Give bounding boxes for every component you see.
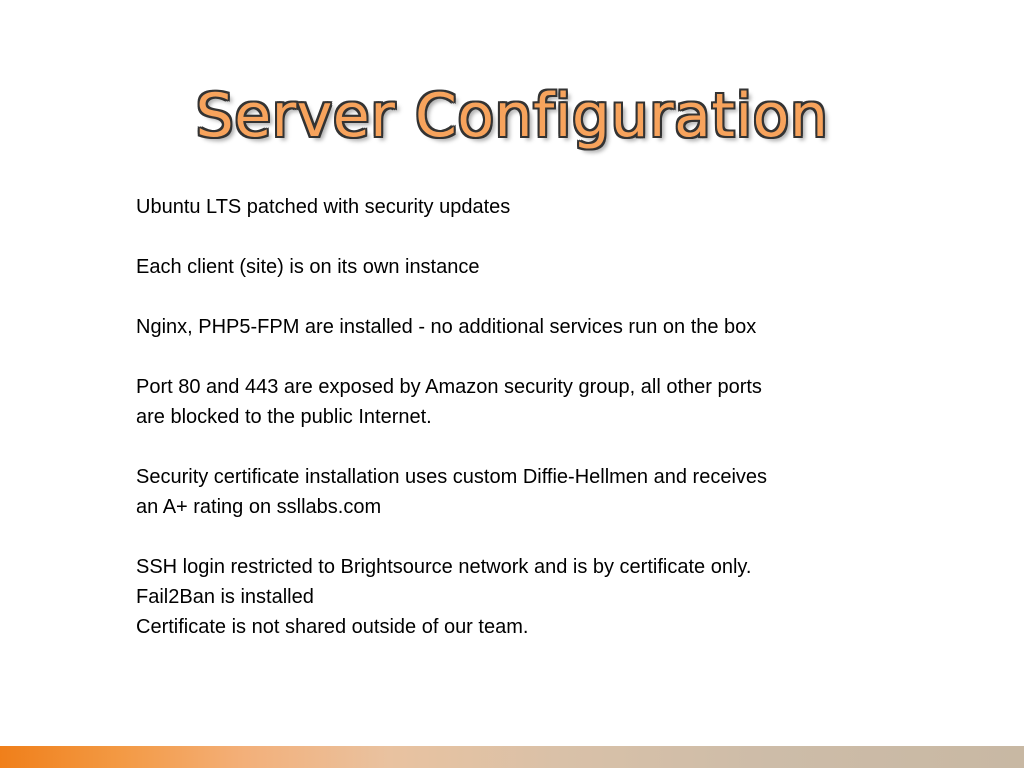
- text-line: Ubuntu LTS patched with security updates: [136, 196, 511, 218]
- paragraph-certificate: Security certificate installation uses c…: [136, 462, 916, 522]
- paragraph-ports: Port 80 and 443 are exposed by Amazon se…: [136, 372, 916, 432]
- paragraph-ssh: SSH login restricted to Brightsource net…: [136, 552, 916, 642]
- text-line: Nginx, PHP5-FPM are installed - no addit…: [136, 316, 757, 338]
- text-line: Port 80 and 443 are exposed by Amazon se…: [136, 376, 762, 398]
- text-line: SSH login restricted to Brightsource net…: [136, 556, 752, 578]
- slide-title: Server Configuration: [195, 81, 829, 151]
- text-line: Certificate is not shared outside of our…: [136, 616, 529, 638]
- footer-gradient-bar: [0, 746, 1024, 768]
- paragraph-ubuntu: Ubuntu LTS patched with security updates: [136, 192, 916, 222]
- text-line: Each client (site) is on its own instanc…: [136, 256, 480, 278]
- paragraph-instances: Each client (site) is on its own instanc…: [136, 252, 916, 282]
- paragraph-services: Nginx, PHP5-FPM are installed - no addit…: [136, 312, 916, 342]
- slide-body: Ubuntu LTS patched with security updates…: [136, 192, 916, 642]
- text-line: Fail2Ban is installed: [136, 586, 314, 608]
- text-line: an A+ rating on ssllabs.com: [136, 496, 382, 518]
- text-line: are blocked to the public Internet.: [136, 406, 432, 428]
- text-line: Security certificate installation uses c…: [136, 466, 768, 488]
